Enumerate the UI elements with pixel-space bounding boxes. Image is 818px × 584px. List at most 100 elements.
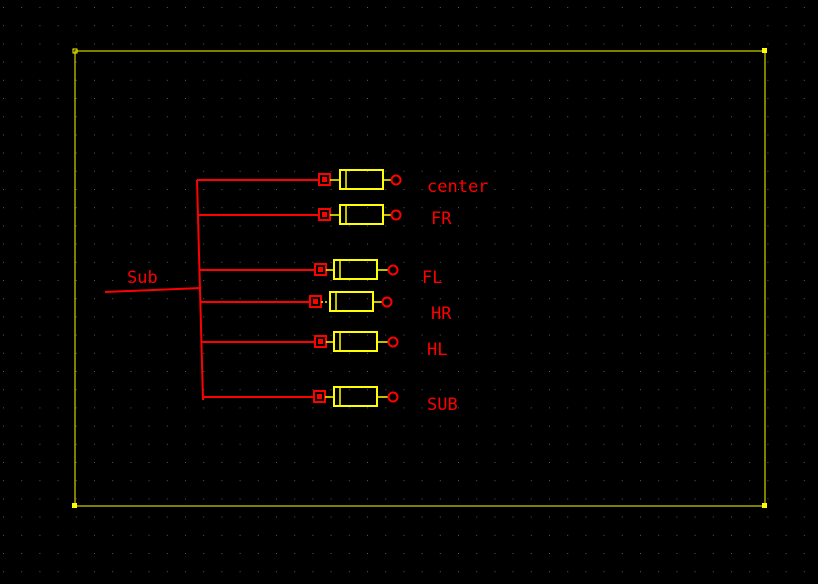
grid-dot xyxy=(112,25,114,27)
grid-dot xyxy=(385,116,387,118)
grid-dot xyxy=(476,261,478,263)
grid-dot xyxy=(658,134,660,136)
grid-dot xyxy=(203,189,205,190)
grid-dot xyxy=(385,79,387,81)
grid-dot xyxy=(749,553,751,554)
grid-dot xyxy=(294,498,296,500)
grid-dot xyxy=(439,243,441,245)
grid-dot xyxy=(385,189,387,190)
grid-dot xyxy=(621,571,623,573)
frame-corner-handle[interactable] xyxy=(762,503,767,508)
grid-dot xyxy=(749,443,751,445)
grid-dot xyxy=(421,98,423,99)
grid-dot xyxy=(239,7,241,8)
grid-dot xyxy=(530,243,532,245)
grid-dot xyxy=(257,553,259,554)
grid-dot xyxy=(549,189,550,190)
grid-dot xyxy=(3,61,4,63)
grid-dot xyxy=(803,352,805,354)
grid-dot xyxy=(166,280,168,281)
resistor-sub[interactable] xyxy=(313,386,399,407)
resistor-hl[interactable] xyxy=(314,331,399,352)
grid-dot xyxy=(21,371,23,372)
grid-dot xyxy=(749,407,751,409)
branch-label-center[interactable]: center xyxy=(427,177,488,197)
grid-dot xyxy=(367,443,368,445)
resistor-hr[interactable] xyxy=(309,291,393,312)
grid-dot xyxy=(57,425,59,427)
grid-dot xyxy=(676,425,678,427)
grid-dot xyxy=(239,79,241,81)
grid-dot xyxy=(39,116,41,118)
grid-dot xyxy=(421,25,423,27)
grid-dot xyxy=(585,534,587,536)
grid-dot xyxy=(767,334,769,336)
grid-dot xyxy=(603,316,605,318)
grid-dot xyxy=(603,516,605,518)
grid-dot xyxy=(512,298,514,300)
grid-dot xyxy=(185,316,186,318)
grid-dot xyxy=(239,261,241,263)
grid-dot xyxy=(640,61,641,63)
grid-dot xyxy=(39,261,41,263)
grid-dot xyxy=(221,498,223,500)
grid-dot xyxy=(421,407,423,409)
grid-dot xyxy=(166,371,168,372)
branch-label-hr[interactable]: HR xyxy=(431,304,452,324)
grid-dot xyxy=(367,298,368,300)
branch-label-sub[interactable]: SUB xyxy=(427,395,458,415)
grid-dot xyxy=(458,225,459,227)
grid-dot xyxy=(39,79,41,81)
grid-dot xyxy=(75,79,77,81)
grid-dot xyxy=(130,352,132,354)
input-wire[interactable] xyxy=(104,287,202,293)
grid-dot xyxy=(803,334,805,336)
grid-dot xyxy=(239,480,241,482)
grid-dot xyxy=(112,7,114,8)
grid-dot xyxy=(476,170,478,172)
grid-dot xyxy=(512,261,514,263)
grid-dot xyxy=(421,134,423,136)
resistor-fr[interactable] xyxy=(318,204,402,225)
grid-dot xyxy=(239,207,241,209)
grid-dot xyxy=(512,480,514,482)
grid-dot xyxy=(767,152,769,154)
resistor-fl[interactable] xyxy=(314,259,399,280)
grid-dot xyxy=(276,189,277,190)
grid-dot xyxy=(185,152,186,154)
grid-dot xyxy=(803,261,805,263)
grid-dot xyxy=(530,7,532,8)
grid-dot xyxy=(385,371,387,372)
grid-dot xyxy=(621,152,623,154)
grid-dot xyxy=(530,334,532,336)
grid-dot xyxy=(367,553,368,554)
grid-dot xyxy=(676,79,678,81)
grid-dot xyxy=(731,79,732,81)
grid-dot xyxy=(21,25,23,27)
branch-label-fr[interactable]: FR xyxy=(431,209,452,229)
grid-dot xyxy=(439,425,441,427)
grid-dot xyxy=(21,425,23,427)
bus-wire[interactable] xyxy=(196,179,204,401)
grid-dot xyxy=(731,298,732,300)
input-net-label[interactable]: Sub xyxy=(127,268,158,288)
grid-dot xyxy=(676,7,678,8)
resistor-center[interactable] xyxy=(318,169,402,190)
frame-corner-handle[interactable] xyxy=(72,48,78,54)
branch-label-fl[interactable]: FL xyxy=(422,268,442,288)
grid-dot xyxy=(148,407,150,409)
branch-label-hl[interactable]: HL xyxy=(427,340,447,360)
grid-dot xyxy=(421,170,423,172)
grid-dot xyxy=(694,43,696,45)
grid-dot xyxy=(3,170,4,172)
grid-dot xyxy=(312,316,314,318)
grid-dot xyxy=(130,571,132,573)
grid-dot xyxy=(348,425,350,427)
grid-dot xyxy=(476,79,478,81)
grid-dot xyxy=(203,334,205,336)
grid-dot xyxy=(658,389,660,391)
frame-corner-handle[interactable] xyxy=(762,48,767,53)
frame-corner-handle[interactable] xyxy=(72,503,77,508)
grid-dot xyxy=(731,207,732,209)
